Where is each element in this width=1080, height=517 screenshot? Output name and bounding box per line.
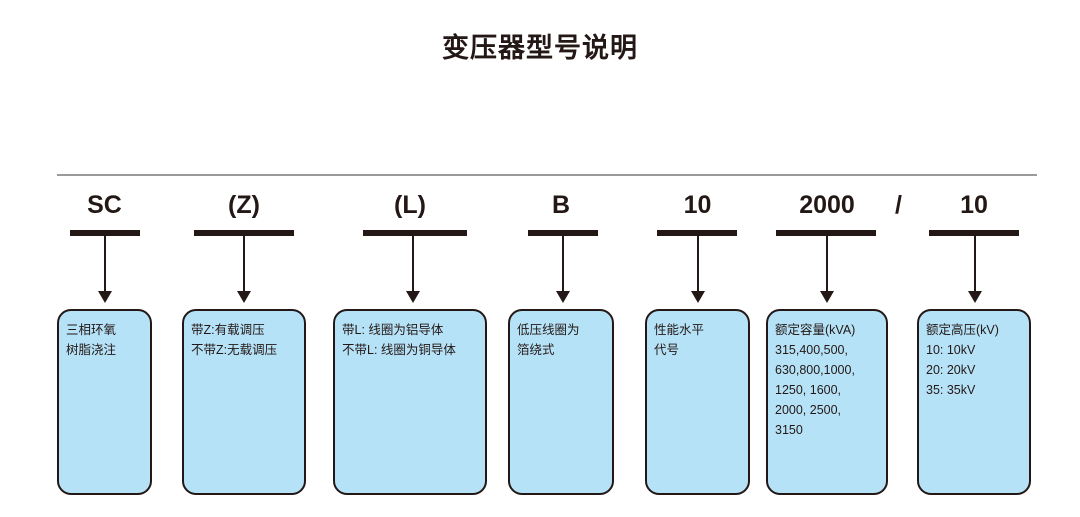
- description-line: 315,400,500,: [775, 343, 848, 357]
- arrow-stem-3: [412, 236, 414, 293]
- code-underline-5: [657, 230, 737, 236]
- description-box-1: 三相环氧 树脂浇注: [57, 309, 152, 495]
- arrow-stem-2: [243, 236, 245, 293]
- description-box-5: 性能水平 代号: [645, 309, 750, 495]
- description-box-2: 带Z:有载调压 不带Z:无载调压: [182, 309, 306, 495]
- code-label-4: B: [551, 191, 571, 219]
- description-line: 代号: [654, 343, 680, 357]
- description-line: 树脂浇注: [66, 343, 117, 357]
- description-line: 带L: 线圈为铝导体: [342, 323, 444, 337]
- arrow-stem-6: [826, 236, 828, 293]
- description-line: 带Z:有载调压: [191, 323, 265, 337]
- arrow-stem-1: [104, 236, 106, 293]
- arrow-head-1: [98, 291, 112, 303]
- code-underline-1: [70, 230, 140, 236]
- description-line: 三相环氧: [66, 323, 117, 337]
- code-underline-4: [528, 230, 598, 236]
- code-label-1: SC: [87, 191, 122, 219]
- description-line: 20: 20kV: [926, 363, 976, 377]
- description-box-7: 额定高压(kV) 10: 10kV 20: 20kV 35: 35kV: [917, 309, 1031, 495]
- description-line: 35: 35kV: [926, 383, 976, 397]
- arrow-head-6: [820, 291, 834, 303]
- code-underline-7: [929, 230, 1019, 236]
- description-line: 额定高压(kV): [926, 323, 999, 337]
- arrow-head-2: [237, 291, 251, 303]
- header-divider: [57, 174, 1037, 176]
- arrow-head-5: [691, 291, 705, 303]
- code-underline-6: [776, 230, 876, 236]
- separator-slash: /: [895, 191, 902, 219]
- arrow-head-3: [406, 291, 420, 303]
- code-label-5: 10: [683, 191, 712, 219]
- description-box-3: 带L: 线圈为铝导体 不带L: 线圈为铜导体: [333, 309, 487, 495]
- description-line: 3150: [775, 423, 803, 437]
- arrow-stem-5: [697, 236, 699, 293]
- description-line: 不带Z:无载调压: [191, 343, 278, 357]
- description-line: 不带L: 线圈为铜导体: [342, 343, 456, 357]
- arrow-head-7: [968, 291, 982, 303]
- code-label-3: (L): [394, 191, 426, 219]
- description-line: 2000, 2500,: [775, 403, 842, 417]
- description-line: 630,800,1000,: [775, 363, 855, 377]
- arrow-head-4: [556, 291, 570, 303]
- arrow-stem-4: [562, 236, 564, 293]
- page-title: 变压器型号说明: [442, 33, 638, 63]
- arrow-stem-7: [974, 236, 976, 293]
- code-underline-2: [194, 230, 294, 236]
- code-underline-3: [363, 230, 467, 236]
- code-label-6: 2000: [799, 191, 855, 219]
- description-line: 1250, 1600,: [775, 383, 842, 397]
- code-label-2: (Z): [228, 191, 260, 219]
- description-line: 性能水平: [654, 323, 705, 337]
- description-box-4: 低压线圈为 箔绕式: [508, 309, 614, 495]
- description-line: 10: 10kV: [926, 343, 976, 357]
- description-box-6: 额定容量(kVA) 315,400,500, 630,800,1000, 125…: [766, 309, 888, 495]
- description-line: 箔绕式: [517, 343, 555, 357]
- code-label-7: 10: [960, 191, 988, 219]
- description-line: 额定容量(kVA): [775, 323, 856, 337]
- description-line: 低压线圈为: [517, 323, 580, 337]
